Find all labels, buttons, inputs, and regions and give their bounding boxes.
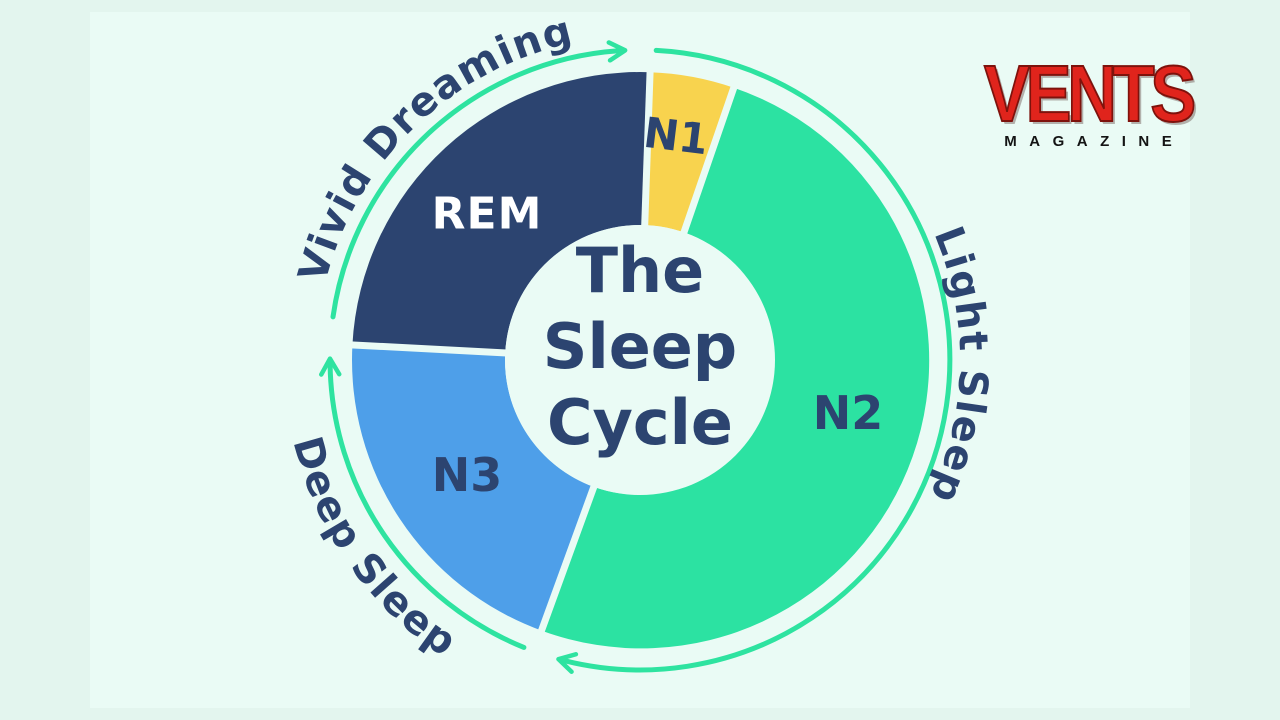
segment-n2 <box>541 87 930 649</box>
segment-label-n3: N3 <box>432 448 503 502</box>
center-title-line-1: The <box>576 234 704 307</box>
ring-label-light-sleep: Light Sleep <box>920 220 996 510</box>
segment-label-n1: N1 <box>641 108 711 164</box>
cycle-arrow-left <box>319 356 527 650</box>
segment-label-rem: REM <box>432 189 543 240</box>
cycle-arrow-right-bottom <box>556 47 953 674</box>
magazine-logo-text: MAGAZINE <box>1004 133 1185 150</box>
center-title-line-3: Cycle <box>547 386 733 459</box>
segment-n1 <box>644 72 734 233</box>
vents-magazine-logo: VENTS MAGAZINE <box>960 49 1216 151</box>
cycle-arrow-top-left <box>330 40 628 320</box>
center-circle <box>505 225 775 495</box>
center-title-line-2: Sleep <box>543 310 737 383</box>
segment-label-n2: N2 <box>813 386 884 440</box>
segment-rem <box>352 72 651 353</box>
vents-logo-text: VENTS <box>983 49 1197 138</box>
segment-n3 <box>352 344 594 631</box>
